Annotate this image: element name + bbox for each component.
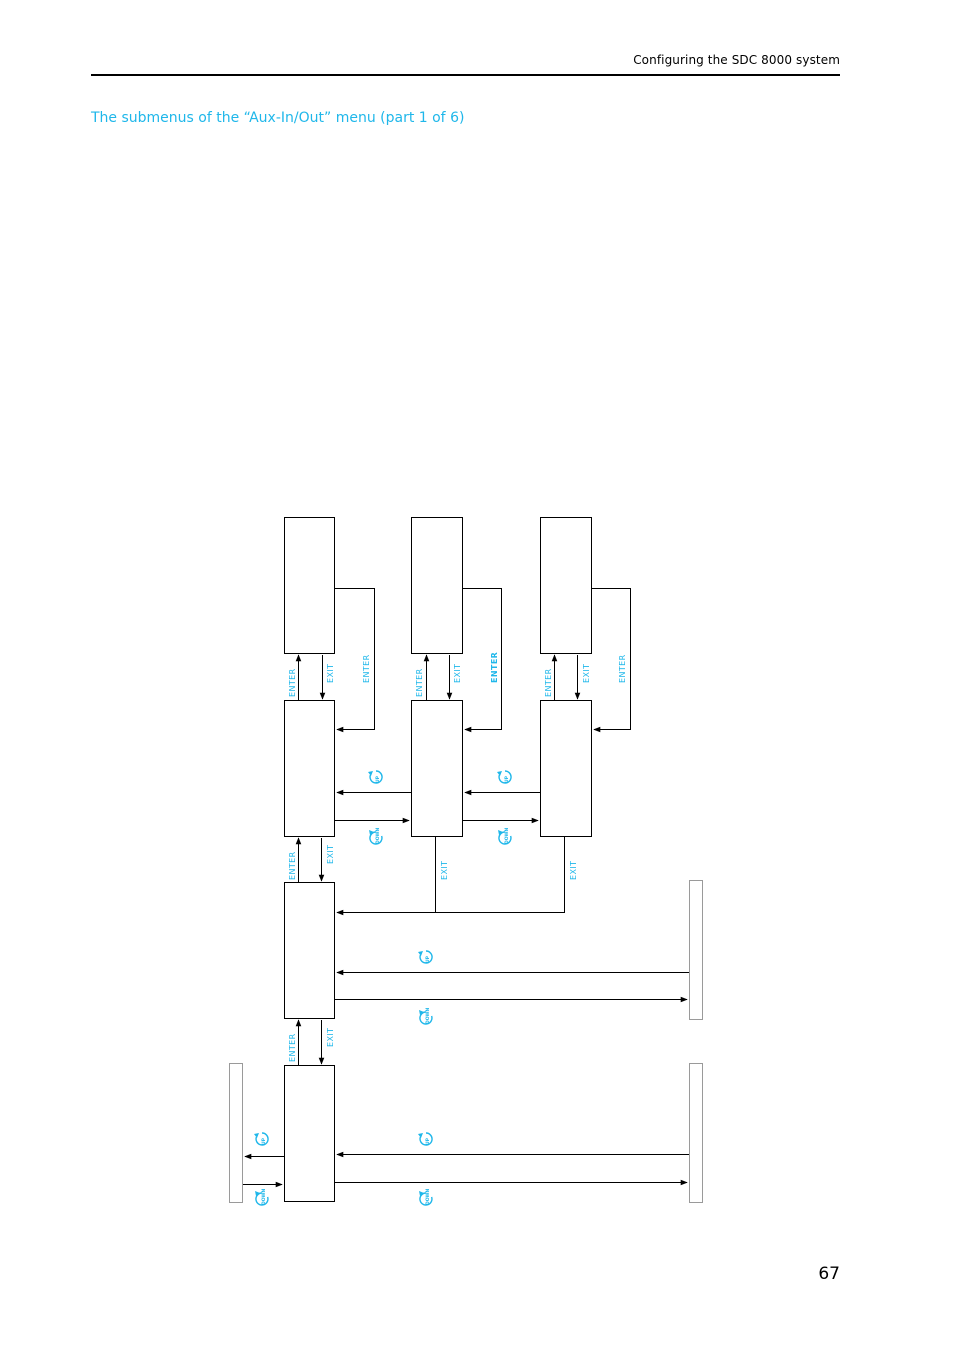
section-title: The submenus of the “Aux-In/Out” menu (p…	[91, 110, 465, 126]
up-icon: UP	[417, 950, 433, 964]
submenu-box-mid-3	[540, 700, 592, 837]
label-exit-low: EXIT	[326, 1028, 335, 1047]
submenu-box-top-2	[411, 517, 463, 654]
label-exit-top-2: EXIT	[453, 664, 462, 683]
svg-text:UP: UP	[425, 955, 431, 963]
svg-text:DOWN: DOWN	[261, 1188, 267, 1205]
loop-enter-3	[592, 588, 631, 733]
placeholder-box-left	[229, 1063, 243, 1203]
header-rule	[91, 74, 840, 76]
page-header-title: Configuring the SDC 8000 system	[633, 53, 840, 67]
svg-text:DOWN: DOWN	[375, 827, 381, 844]
label-enter-loop-1: ENTER	[362, 654, 371, 683]
svg-text:UP: UP	[504, 775, 510, 783]
up-icon: UP	[253, 1132, 269, 1146]
svg-text:UP: UP	[261, 1137, 267, 1145]
svg-text:DOWN: DOWN	[425, 1188, 431, 1205]
up-icon: UP	[496, 770, 512, 784]
submenu-box-mid-1	[284, 700, 335, 837]
down-icon: DOWN	[497, 827, 512, 845]
placeholder-box-right-upper	[689, 880, 703, 1020]
label-enter-mid: ENTER	[288, 851, 297, 880]
label-exit-mid-2: EXIT	[440, 861, 449, 880]
loop-enter-1	[335, 588, 375, 733]
submenu-box-top-1	[284, 517, 335, 654]
menu-box-main	[284, 1065, 335, 1202]
label-enter-loop-2: ENTER	[490, 652, 499, 683]
label-exit-top-1: EXIT	[326, 664, 335, 683]
down-icon: DOWN	[254, 1188, 269, 1206]
submenu-box-mid-2	[411, 700, 463, 837]
label-enter-top-2: ENTER	[415, 668, 424, 697]
exit-line-mid-3	[336, 837, 565, 916]
up-icon: UP	[417, 1132, 433, 1146]
label-enter-loop-3: ENTER	[618, 654, 627, 683]
page-number: 67	[818, 1264, 840, 1284]
loop-enter-2	[463, 588, 502, 733]
svg-text:DOWN: DOWN	[425, 1007, 431, 1024]
down-icon: DOWN	[418, 1188, 433, 1206]
svg-text:UP: UP	[425, 1137, 431, 1145]
svg-text:UP: UP	[375, 775, 381, 783]
label-enter-low: ENTER	[288, 1033, 297, 1062]
placeholder-box-right-lower	[689, 1063, 703, 1203]
label-exit-top-3: EXIT	[582, 664, 591, 683]
label-exit-mid: EXIT	[326, 845, 335, 864]
svg-text:DOWN: DOWN	[504, 827, 510, 844]
submenu-box-top-3	[540, 517, 592, 654]
down-icon: DOWN	[368, 827, 383, 845]
label-enter-top-1: ENTER	[288, 668, 297, 697]
label-exit-mid-3: EXIT	[569, 861, 578, 880]
menu-box-aux-in-out	[284, 882, 335, 1019]
down-icon: DOWN	[418, 1007, 433, 1025]
up-icon: UP	[367, 770, 383, 784]
label-enter-top-3: ENTER	[544, 668, 553, 697]
